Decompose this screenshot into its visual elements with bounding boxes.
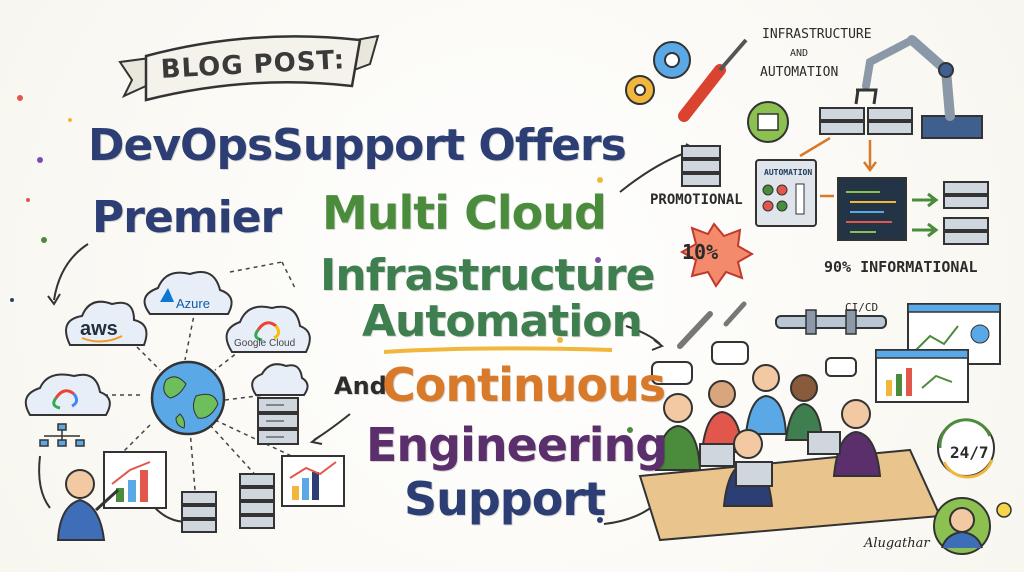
server-stack-promo-icon <box>681 145 721 187</box>
ten-percent-label: 10% <box>682 240 719 264</box>
server-stack-right-icon <box>912 181 989 245</box>
screwdriver-icon <box>678 38 748 122</box>
chart-board-2-icon <box>281 455 345 507</box>
google-cloud-icon <box>225 305 311 353</box>
headline-line-5a: And <box>334 372 387 400</box>
promotional-label: PROMOTIONAL <box>650 192 743 208</box>
twenty-four-seven-label: 24/7 <box>950 443 989 462</box>
lightbulb-icon <box>996 502 1012 518</box>
small-cloud-icon <box>251 363 309 396</box>
team-desk-scene <box>638 364 942 542</box>
cicd-label: CI/CD <box>845 301 879 314</box>
headline-line-2b: Multi Cloud <box>322 186 607 240</box>
aws-cloud-icon <box>65 300 148 346</box>
gear-icon <box>625 41 691 105</box>
flow-arrows <box>799 136 877 198</box>
wrench-icon <box>677 301 747 349</box>
ten-percent-badge <box>679 222 755 288</box>
and-label: AND <box>790 48 809 59</box>
automation-panel <box>755 159 817 227</box>
code-screen-icon <box>837 177 907 241</box>
artist-signature: Alugathar <box>864 536 930 551</box>
headline-line-7: Support <box>404 472 606 526</box>
aws-logo-label: aws <box>80 318 118 340</box>
blog-post-banner <box>118 34 380 102</box>
headline-line-5b: Continuous <box>382 358 666 412</box>
headline-line-4: Automation <box>362 296 643 347</box>
robot-arm-icon <box>854 35 983 139</box>
server-stack-icon <box>181 473 275 533</box>
azure-cloud-icon <box>143 271 233 315</box>
automation-panel-label: AUTOMATION <box>764 168 813 177</box>
server-rack-top-icon <box>819 107 913 135</box>
headline-line-2a: Premier <box>92 192 282 243</box>
chart-board-icon <box>103 451 167 509</box>
presenter-person-icon <box>56 469 120 541</box>
infrastructure-label: INFRASTRUCTURE <box>762 27 872 42</box>
twenty-four-seven-icon <box>937 418 995 479</box>
google-cloud-logo-label: Google Cloud <box>234 338 296 349</box>
avatar-icon <box>933 497 991 555</box>
headline-line-1: DevOpsSupport Offers <box>88 120 627 171</box>
cicd-pipeline-icon <box>775 309 887 335</box>
dashboard-window-icon <box>875 303 1001 403</box>
headline-line-6: Engineering <box>366 418 668 472</box>
gcp-cloud-icon <box>24 373 111 416</box>
speech-bubble-icons <box>651 341 857 385</box>
azure-logo-label: Azure <box>176 296 210 311</box>
org-chart-icon <box>39 423 85 447</box>
headline-line-3: Infrastructure <box>320 250 655 301</box>
automation-label: AUTOMATION <box>760 65 839 80</box>
informational-label: 90% INFORMATIONAL <box>824 258 978 276</box>
globe-icon <box>150 360 226 436</box>
underline-stroke <box>383 346 613 354</box>
server-rack-icon <box>257 397 299 445</box>
green-gear-icon <box>747 101 789 143</box>
